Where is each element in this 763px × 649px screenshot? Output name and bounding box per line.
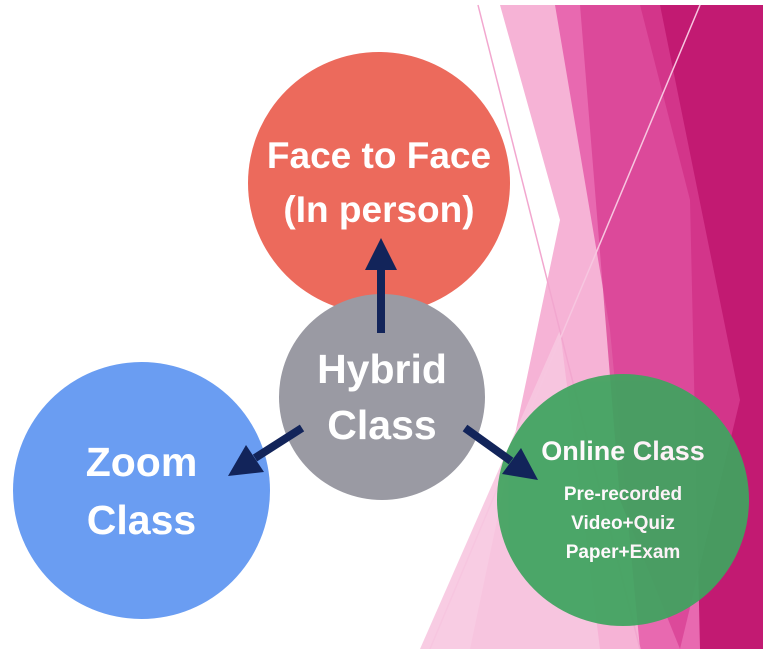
face-to-face-line1: Face to Face — [266, 135, 492, 176]
hybrid-class-node: Hybrid Class — [279, 294, 485, 500]
zoom-class-line2: Class — [86, 496, 197, 543]
online-class-line3: Paper+Exam — [565, 541, 681, 563]
zoom-class-node: Zoom Class — [13, 362, 270, 619]
bg-line-2 — [429, 4, 701, 649]
online-class-title: Online Class — [541, 435, 705, 466]
zoom-class-line1: Zoom — [85, 438, 198, 485]
hybrid-class-line2: Class — [327, 402, 437, 448]
online-class-node: Online Class Pre-recorded Video+Quiz Pap… — [497, 374, 749, 626]
hybrid-class-line1: Hybrid — [317, 346, 447, 392]
face-to-face-node: Face to Face (In person) — [248, 52, 510, 314]
face-to-face-line2: (In person) — [283, 189, 475, 230]
online-class-line1: Pre-recorded — [563, 483, 683, 505]
online-class-line2: Video+Quiz — [571, 512, 675, 534]
